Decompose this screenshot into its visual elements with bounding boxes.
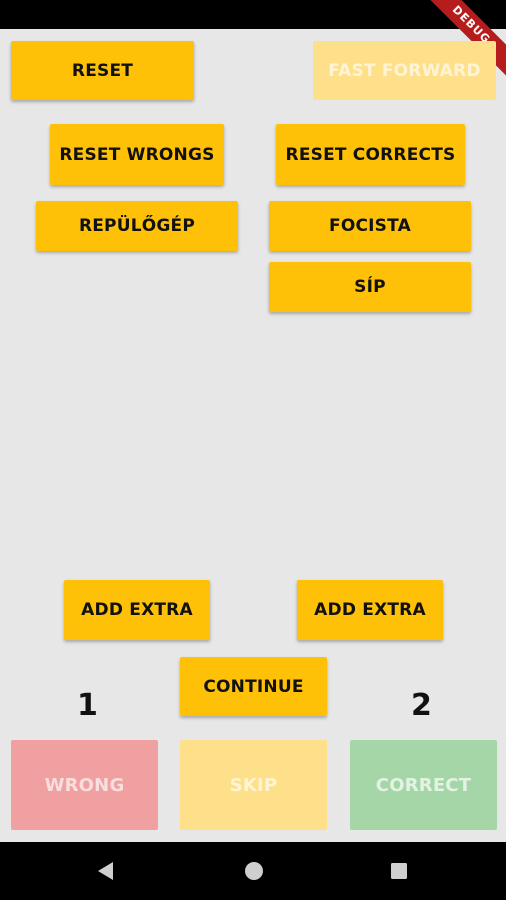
recents-icon[interactable] [390, 862, 408, 880]
status-bar [0, 0, 506, 29]
home-icon[interactable] [244, 861, 264, 881]
correct-button[interactable]: CORRECT [350, 740, 497, 830]
skip-button[interactable]: SKIP [180, 740, 327, 830]
back-icon[interactable] [96, 861, 116, 881]
add-extra-left-button[interactable]: ADD EXTRA [64, 580, 210, 640]
reset-corrects-button[interactable]: RESET CORRECTS [276, 124, 465, 185]
fast-forward-button[interactable]: FAST FORWARD [313, 41, 496, 100]
word-button-focista[interactable]: FOCISTA [269, 201, 471, 251]
left-score: 1 [77, 688, 98, 723]
right-score: 2 [411, 688, 432, 723]
add-extra-right-button[interactable]: ADD EXTRA [297, 580, 443, 640]
reset-button[interactable]: RESET [11, 41, 194, 100]
navigation-bar [0, 842, 506, 900]
wrong-button[interactable]: WRONG [11, 740, 158, 830]
reset-wrongs-button[interactable]: RESET WRONGS [50, 124, 224, 185]
word-button-repulogep[interactable]: REPÜLŐGÉP [36, 201, 238, 251]
continue-button[interactable]: CONTINUE [180, 657, 327, 716]
word-button-sip[interactable]: SÍP [269, 262, 471, 312]
